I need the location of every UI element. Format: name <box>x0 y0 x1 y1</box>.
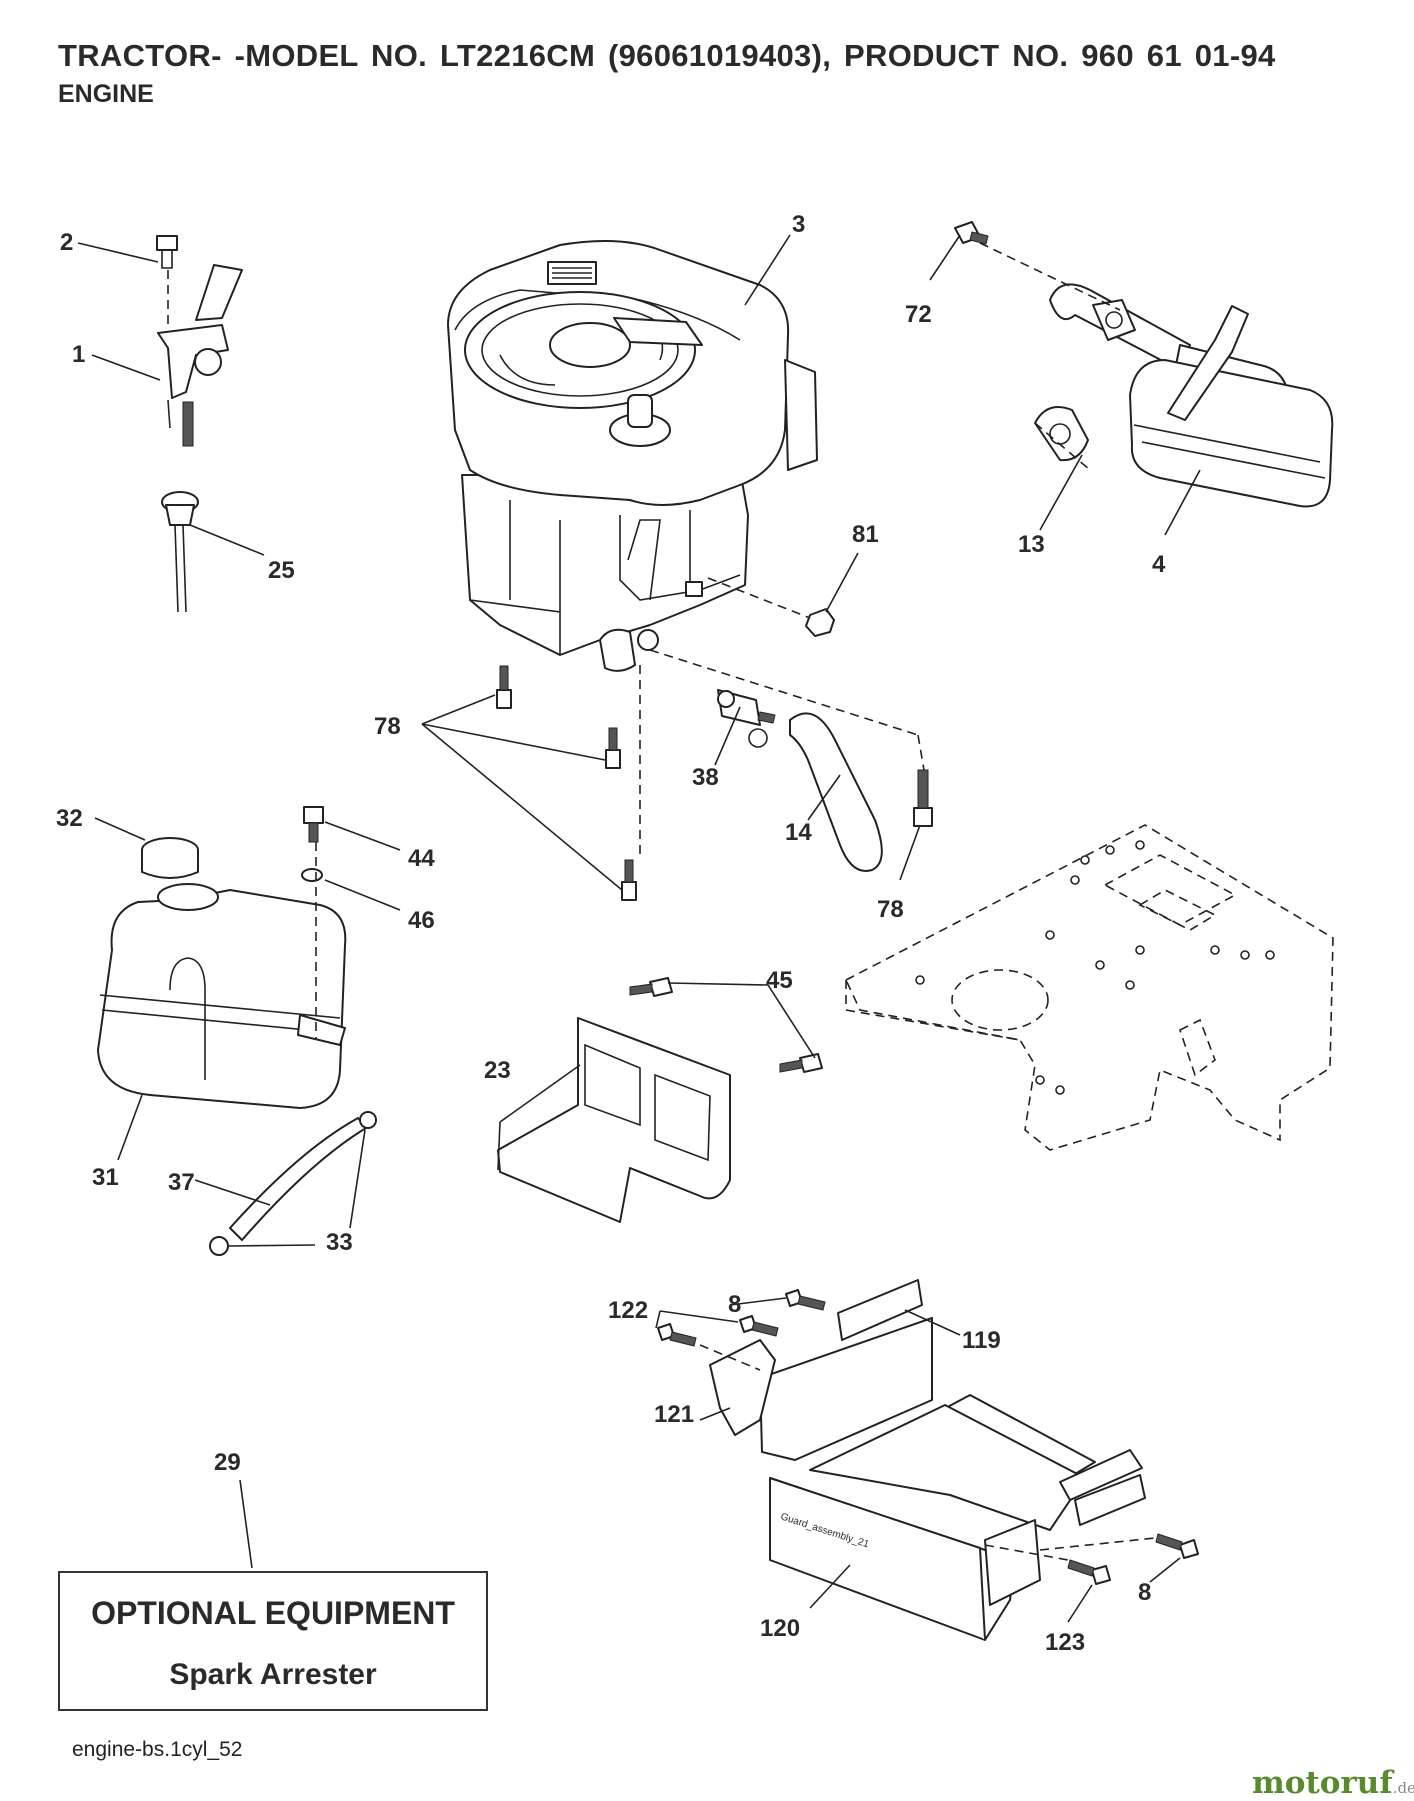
callout-122: 122 <box>608 1297 648 1324</box>
fuel-tank <box>97 806 377 1256</box>
watermark-suffix: .de <box>1392 1779 1414 1797</box>
callout-29: 29 <box>214 1449 241 1476</box>
watermark-brand: motoruf <box>1252 1765 1393 1801</box>
callout-14: 14 <box>785 819 812 846</box>
engine-bolts <box>496 665 933 901</box>
callout-38: 38 <box>692 764 719 791</box>
callout-23: 23 <box>484 1057 511 1084</box>
callout-123: 123 <box>1045 1629 1085 1656</box>
optional-equipment-item: Spark Arrester <box>169 1658 377 1691</box>
choke-knob-cable <box>161 491 199 613</box>
callout-25: 25 <box>268 557 295 584</box>
callout-78-a: 78 <box>374 713 401 740</box>
optional-equipment-title: OPTIONAL EQUIPMENT <box>91 1595 455 1631</box>
callout-44: 44 <box>408 845 435 872</box>
throttle-control-bracket <box>156 235 243 447</box>
callout-81: 81 <box>852 521 879 548</box>
callout-31: 31 <box>92 1164 119 1191</box>
callout-78-b: 78 <box>877 896 904 923</box>
heat-shield <box>497 977 823 1223</box>
drawing-code: engine-bs.1cyl_52 <box>72 1738 243 1761</box>
leader-lines <box>77 234 1201 1623</box>
watermark-logo: motoruf.de <box>1252 1765 1414 1801</box>
part-callouts: 2 1 3 72 13 4 25 81 78 38 14 78 32 44 46… <box>56 211 1166 1656</box>
tractor-frame-reference <box>844 824 1334 1151</box>
callout-13: 13 <box>1018 531 1045 558</box>
callout-45: 45 <box>766 967 793 994</box>
callout-46: 46 <box>408 907 435 934</box>
muffler-assembly <box>954 221 1334 508</box>
alignment-lines <box>167 242 1156 1561</box>
optional-equipment-box: OPTIONAL EQUIPMENT Spark Arrester <box>58 1571 488 1711</box>
callout-32: 32 <box>56 805 83 832</box>
callout-72: 72 <box>905 301 932 328</box>
callout-3: 3 <box>792 211 805 238</box>
callout-120: 120 <box>760 1615 800 1642</box>
callout-33: 33 <box>326 1229 353 1256</box>
callout-8-b: 8 <box>1138 1579 1151 1606</box>
nut-81 <box>805 608 835 637</box>
callout-8-a: 8 <box>728 1291 741 1318</box>
callout-121: 121 <box>654 1401 694 1428</box>
callout-2: 2 <box>60 229 73 256</box>
callout-4: 4 <box>1152 551 1166 578</box>
page-title: TRACTOR- -MODEL NO. LT2216CM (9606101940… <box>58 38 1276 73</box>
guard-assembly: Guard_assembly_21 <box>657 1279 1199 1641</box>
callout-37: 37 <box>168 1169 195 1196</box>
callout-1: 1 <box>72 341 85 368</box>
callout-119: 119 <box>962 1327 1001 1354</box>
section-subtitle: ENGINE <box>58 80 154 108</box>
engine <box>447 240 818 672</box>
